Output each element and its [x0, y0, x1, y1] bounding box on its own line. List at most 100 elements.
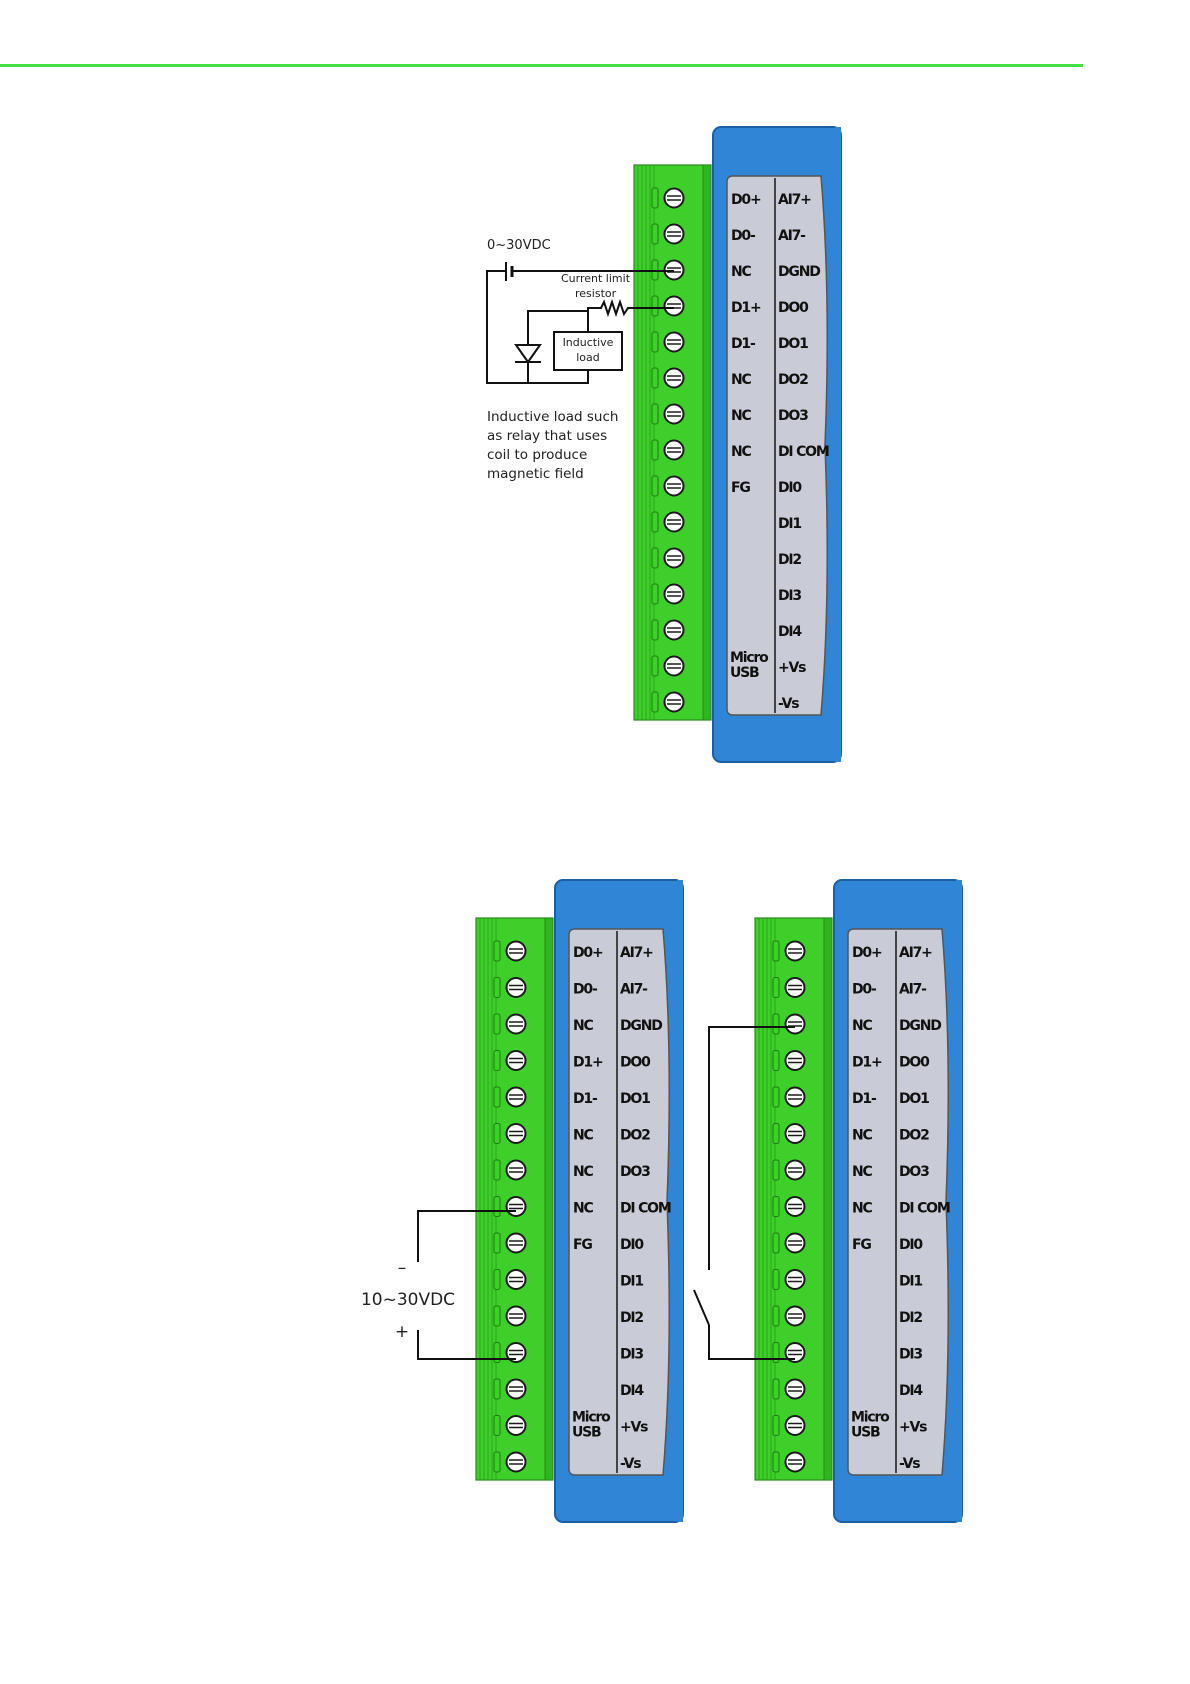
terminal-slot [651, 655, 659, 677]
pin-label-left: D1- [573, 1091, 598, 1107]
wire-return [486, 270, 589, 384]
pin-label-right: DO1 [620, 1091, 650, 1107]
terminal-screw [663, 475, 685, 497]
terminal-slot [772, 940, 780, 962]
pin-label-left: D1+ [731, 300, 761, 316]
terminal-slot [493, 940, 501, 962]
usb-label: Micro [730, 650, 769, 666]
pin-label-right: DI3 [899, 1347, 922, 1363]
pin-label-right: DI1 [899, 1274, 922, 1290]
pin-label-right: DGND [778, 264, 820, 280]
terminal-slot [651, 511, 659, 533]
pin-label-right: AI7- [620, 982, 648, 998]
pin-label-left: NC [573, 1018, 594, 1034]
terminal-screw [784, 977, 806, 998]
terminal-block-edge [544, 917, 554, 1481]
terminal-screw [784, 1378, 806, 1400]
pin-label-right: DI COM [778, 444, 829, 460]
resistor-label: Current limit [561, 272, 631, 285]
terminal-screw [663, 619, 685, 641]
pin-label-left: FG [573, 1237, 592, 1253]
usb-label: Micro [851, 1410, 890, 1426]
wire-di3 [417, 1330, 516, 1360]
note-text: Inductive load such [487, 409, 618, 425]
pin-label-right: AI7- [778, 228, 806, 244]
terminal-slot [493, 1232, 501, 1254]
terminal-screw [663, 223, 685, 245]
pin-label-left: D1- [852, 1091, 877, 1107]
terminal-block-edge [823, 917, 833, 1481]
pin-label-left: NC [731, 408, 752, 424]
wire-di-com [417, 1210, 516, 1262]
terminal-slot [772, 1342, 780, 1363]
pin-label-right: DI0 [620, 1237, 644, 1253]
terminal-slot [493, 977, 501, 998]
pin-label-right: DI COM [899, 1201, 950, 1217]
terminal-screw [505, 1050, 527, 1071]
terminal-slot [651, 331, 659, 353]
note-text: magnetic field [487, 466, 584, 482]
terminal-slot [772, 1451, 780, 1473]
terminal-screw [505, 1232, 527, 1254]
inductive-load-box [553, 331, 623, 371]
pin-label-left: D1+ [573, 1055, 603, 1071]
pin-label-right: -Vs [620, 1456, 641, 1472]
pin-label-right: DI COM [620, 1201, 671, 1217]
terminal-slot [493, 1415, 501, 1436]
terminal-screw [784, 1232, 806, 1254]
pin-label-left: D0+ [573, 945, 603, 961]
terminal-slot [493, 1123, 501, 1144]
pin-label-left: D0+ [852, 945, 882, 961]
resistor-label: resistor [575, 287, 617, 300]
switch-contact [693, 1289, 710, 1326]
wire-di3 [708, 1325, 795, 1360]
terminal-screw [505, 1086, 527, 1108]
pin-label-left: D1+ [852, 1055, 882, 1071]
terminal-slot [772, 1013, 780, 1035]
terminal-slot [772, 1415, 780, 1436]
pin-label-left: NC [731, 444, 752, 460]
terminal-slot [493, 1269, 501, 1290]
usb-label: Micro [572, 1410, 611, 1426]
pin-label-left: D0+ [731, 192, 761, 208]
terminal-slot [772, 1196, 780, 1217]
pin-label-right: DO0 [899, 1055, 930, 1071]
pin-label-right: DI1 [620, 1274, 643, 1290]
terminal-screw [505, 1196, 527, 1217]
pin-label-right: DGND [620, 1018, 662, 1034]
plus-label: + [395, 1322, 409, 1342]
terminal-screw [784, 1159, 806, 1181]
pin-label-right: DO3 [899, 1164, 929, 1180]
pin-label-left: NC [852, 1128, 873, 1144]
terminal-slot [772, 1086, 780, 1108]
pin-label-left: NC [731, 372, 752, 388]
terminal-screw [784, 1342, 806, 1363]
wire-to-diode [527, 310, 588, 330]
pin-label-left: NC [731, 264, 752, 280]
pin-label-right: +Vs [620, 1420, 648, 1436]
terminal-slot [493, 1378, 501, 1400]
note-text: coil to produce [487, 447, 587, 463]
terminal-screw [784, 1451, 806, 1473]
module-body-edge [835, 127, 841, 762]
terminal-slot [772, 1269, 780, 1290]
terminal-slot [493, 1451, 501, 1473]
module-body-edge [956, 880, 962, 1522]
pin-label-right: DI1 [778, 516, 801, 532]
pin-label-right: DI0 [899, 1237, 923, 1253]
terminal-slot [651, 547, 659, 569]
terminal-screw [784, 1196, 806, 1217]
terminal-slot [772, 1123, 780, 1144]
terminal-screw [663, 583, 685, 605]
pin-label-right: DO1 [778, 336, 808, 352]
pin-label-left: D1- [731, 336, 756, 352]
label-panel [726, 175, 828, 716]
note-text: as relay that uses [487, 428, 607, 444]
pin-label-right: -Vs [899, 1456, 920, 1472]
usb-label: USB [851, 1425, 880, 1441]
pin-label-right: DO3 [778, 408, 808, 424]
flyback-diode [514, 344, 542, 364]
